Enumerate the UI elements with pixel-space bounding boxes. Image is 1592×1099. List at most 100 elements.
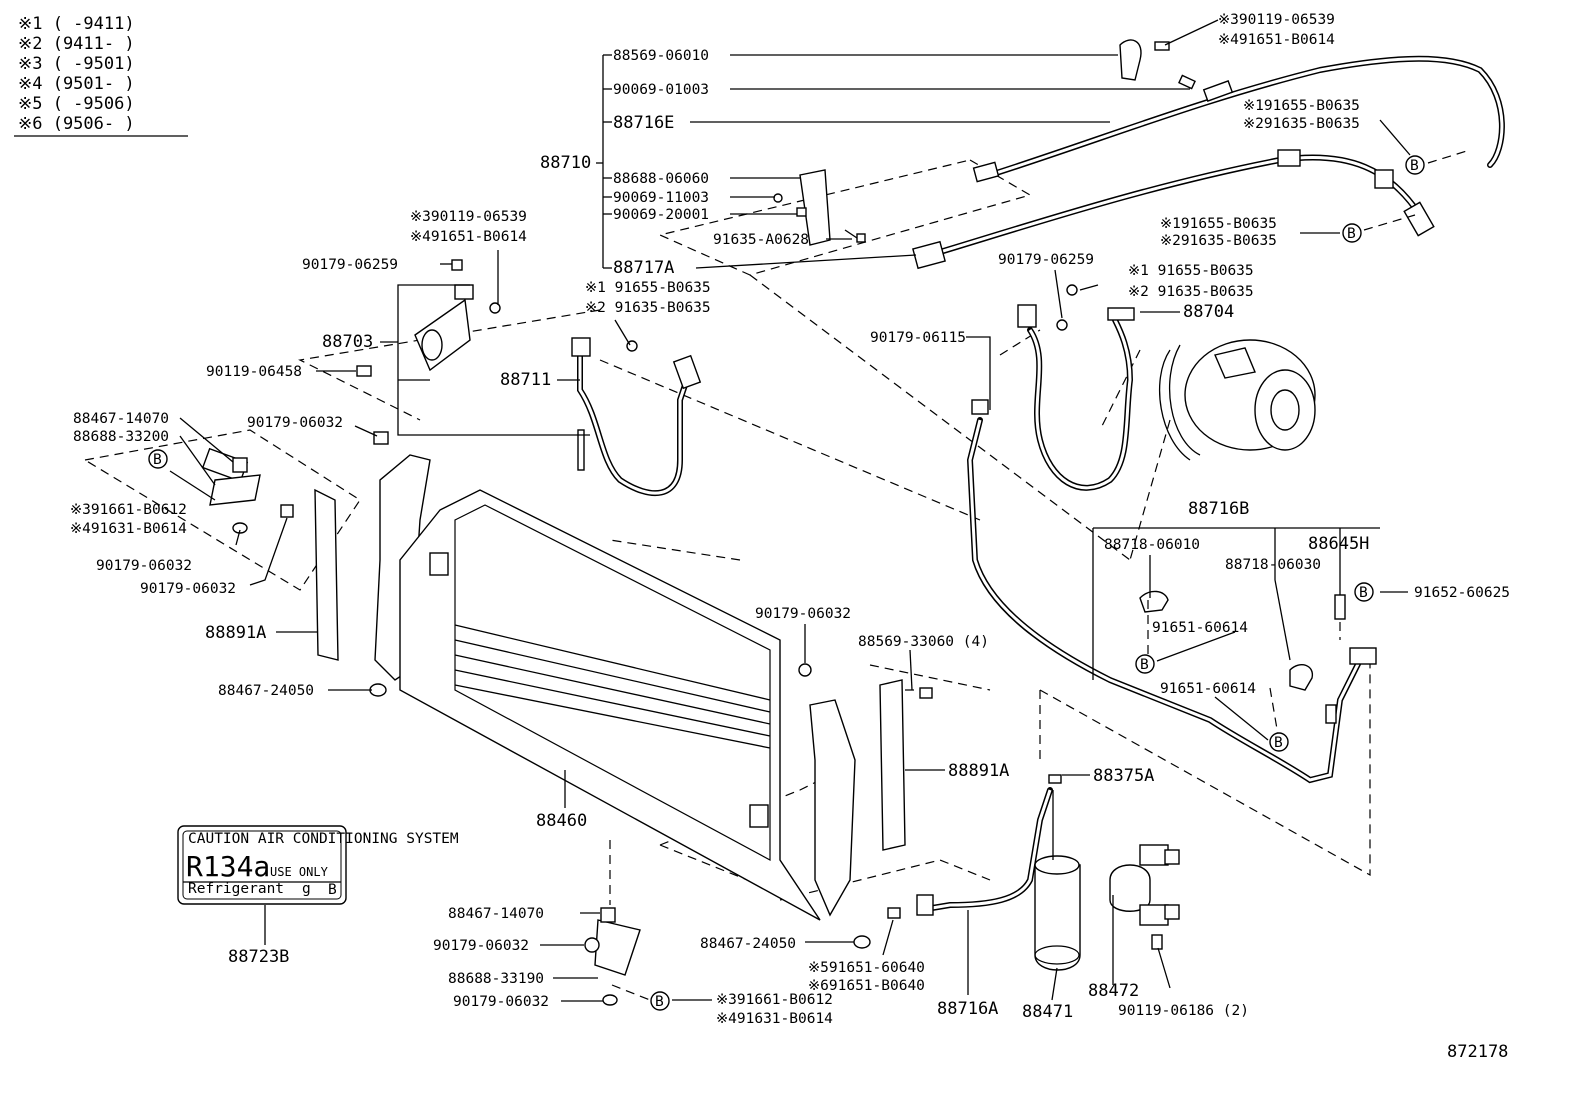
label-90179-06115: 90179-06115 <box>870 330 966 346</box>
label-88645H: 88645H <box>1308 534 1369 554</box>
legend-row-5: ※5 ( -9506) <box>18 94 135 114</box>
label-91635-A0628: 91635-A0628 <box>713 232 809 248</box>
label-90119-06186: 90119-06186 (2) <box>1118 1003 1249 1019</box>
label-91652-60625: 91652-60625 <box>1414 585 1510 601</box>
legend-row-2: ※2 (9411- ) <box>18 34 135 54</box>
label-91651-60614-a: 91651-60614 <box>1152 620 1248 636</box>
label-88460: 88460 <box>536 811 587 831</box>
marker-b-mr: B <box>1342 223 1362 243</box>
label-mc-91655-B0635: ※1 91655-B0635 <box>585 280 711 296</box>
label-lc-90119-06539: ※390119-06539 <box>410 209 527 225</box>
label-91631-B0614: ※491631-B0614 <box>70 521 187 537</box>
pipe-88716B <box>966 399 1377 784</box>
misc-right-parts <box>1139 590 1346 691</box>
legend-row-1: ※1 ( -9411) <box>18 14 135 34</box>
label-88467-14070-top: 88467-14070 <box>73 411 169 427</box>
clip-88569-06010 <box>1119 39 1196 90</box>
label-88467-14070-bottom: 88467-14070 <box>448 906 544 922</box>
label-tr-90119-06539: ※390119-06539 <box>1218 12 1335 28</box>
label-88375A: 88375A <box>1093 766 1154 786</box>
label-b-91661-B0612: ※391661-B0612 <box>716 992 833 1008</box>
label-rc-91655-B0635: ※1 91655-B0635 <box>1128 263 1254 279</box>
part-labels: 88569-06010 90069-01003 88716E 88710 886… <box>70 12 1510 1062</box>
caution-label-header: CAUTION AIR CONDITIONING SYSTEM <box>188 831 459 847</box>
label-88471: 88471 <box>1022 1002 1073 1022</box>
svg-text:B: B <box>1140 657 1149 673</box>
label-91651-60640: ※591651-60640 <box>808 960 925 976</box>
label-88716A: 88716A <box>937 999 998 1019</box>
legend-row-6: ※6 (9506- ) <box>18 114 135 134</box>
label-b-91631-B0614: ※491631-B0614 <box>716 1011 833 1027</box>
label-88467-24050-bottom: 88467-24050 <box>700 936 796 952</box>
label-90179-06259-right: 90179-06259 <box>998 252 1094 268</box>
label-90179-06259-left: 90179-06259 <box>302 257 398 273</box>
bracket-88703 <box>356 259 501 377</box>
label-88891A-right: 88891A <box>948 761 1009 781</box>
label-90119-06458: 90119-06458 <box>206 364 302 380</box>
right-brackets <box>584 663 933 1006</box>
label-mr-91635-B0635: ※291635-B0635 <box>1160 233 1277 249</box>
label-91661-B0612: ※391661-B0612 <box>70 502 187 518</box>
label-91651-B0640: ※691651-B0640 <box>808 978 925 994</box>
label-88688-06060: 88688-06060 <box>613 171 709 187</box>
label-88718-06010: 88718-06010 <box>1104 537 1200 553</box>
svg-text:B: B <box>1410 158 1419 174</box>
marker-b-bottom: B <box>650 991 670 1011</box>
label-88718-06030: 88718-06030 <box>1225 557 1321 573</box>
caution-label-sub: USE ONLY <box>270 865 329 879</box>
label-mr-91655-B0635: ※191655-B0635 <box>1160 216 1277 232</box>
caution-label-footer-right: B <box>328 882 337 898</box>
diagram-number: 872178 <box>1447 1042 1508 1062</box>
label-tr-91635-B0635: ※291635-B0635 <box>1243 116 1360 132</box>
label-90179-06032-c: 90179-06032 <box>433 938 529 954</box>
label-90069-01003: 90069-01003 <box>613 82 709 98</box>
marker-b-88645H: B <box>1354 582 1374 602</box>
caution-label-footer-unit: g <box>302 881 311 897</box>
compressor <box>1158 339 1316 461</box>
label-88688-33190: 88688-33190 <box>448 971 544 987</box>
label-90069-11003: 90069-11003 <box>613 190 709 206</box>
label-90179-06032-top: 90179-06032 <box>247 415 343 431</box>
label-tr-91651-B0614: ※491651-B0614 <box>1218 32 1335 48</box>
label-88891A-left: 88891A <box>205 623 266 643</box>
label-91651-60614-b: 91651-60614 <box>1160 681 1256 697</box>
label-90179-06032-a: 90179-06032 <box>96 558 192 574</box>
legend-row-4: ※4 (9501- ) <box>18 74 135 94</box>
label-mc-91635-B0635: ※2 91635-B0635 <box>585 300 711 316</box>
label-rc-91635-B0635: ※2 91635-B0635 <box>1128 284 1254 300</box>
label-90179-06032-d: 90179-06032 <box>453 994 549 1010</box>
label-88704: 88704 <box>1183 302 1234 322</box>
bracket-88688-06060 <box>773 169 866 246</box>
caution-label: CAUTION AIR CONDITIONING SYSTEM R134a US… <box>177 825 459 905</box>
label-88717A: 88717A <box>613 258 674 278</box>
leader-lines <box>169 19 1471 1002</box>
label-tr-91655-B0635: ※191655-B0635 <box>1243 98 1360 114</box>
svg-text:B: B <box>1359 585 1368 601</box>
pipe-88716A <box>887 787 1053 919</box>
marker-b-left: B <box>148 449 168 469</box>
label-88569-33060: 88569-33060 (4) <box>858 634 989 650</box>
bracket-88472 <box>1109 844 1180 950</box>
marker-b-clip-b: B <box>1269 732 1289 752</box>
label-88472: 88472 <box>1088 981 1139 1001</box>
label-88703: 88703 <box>322 332 373 352</box>
svg-text:B: B <box>1347 226 1356 242</box>
label-88688-33200: 88688-33200 <box>73 429 169 445</box>
label-lc-91651-B0614: ※491651-B0614 <box>410 229 527 245</box>
caution-label-border <box>177 825 347 905</box>
caution-label-main: R134a <box>186 850 270 883</box>
label-88711: 88711 <box>500 370 551 390</box>
marker-b-clip-a: B <box>1135 654 1155 674</box>
condenser-88460 <box>399 489 821 921</box>
marker-b-group: B B B B B B B <box>148 155 1425 1011</box>
label-88467-24050-left: 88467-24050 <box>218 683 314 699</box>
label-88569-06010: 88569-06010 <box>613 48 709 64</box>
svg-text:B: B <box>655 994 664 1010</box>
hose-88716E <box>972 55 1505 183</box>
legend: ※1 ( -9411) ※2 (9411- ) ※3 ( -9501) ※4 (… <box>14 14 188 137</box>
label-88710: 88710 <box>540 153 591 173</box>
label-90179-06032-mid: 90179-06032 <box>755 606 851 622</box>
receiver-88471 <box>1034 774 1081 971</box>
label-88723B: 88723B <box>228 947 289 967</box>
